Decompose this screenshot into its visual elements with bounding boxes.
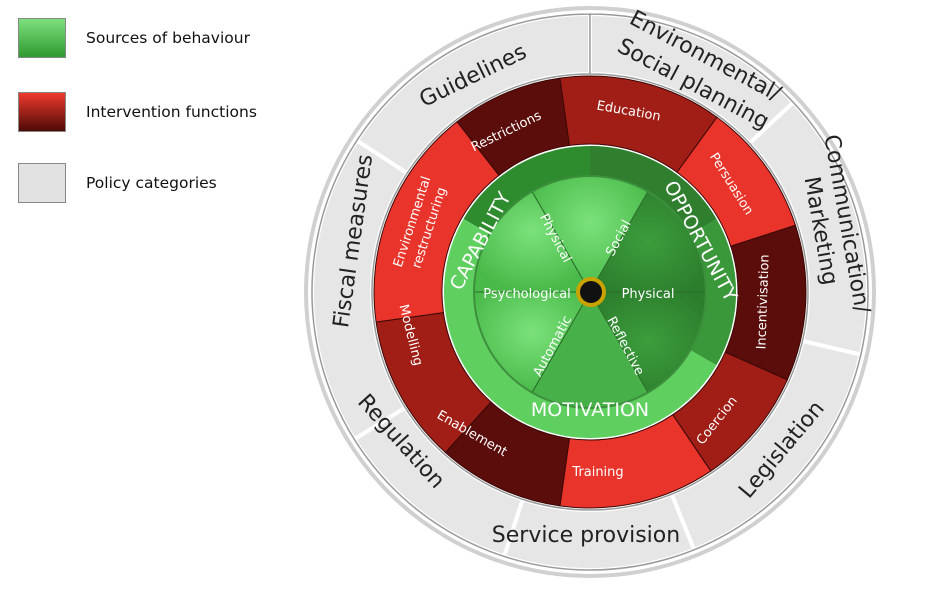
policy-service-provision: Service provision: [492, 523, 680, 548]
legend-swatch-grey: [18, 163, 66, 203]
component-psychological-capability: Psychological: [483, 287, 571, 302]
legend-label-policies: Policy categories: [86, 174, 217, 192]
policy-ring: [310, 11, 870, 572]
intervention-segment-environmental-restructuring: [373, 121, 500, 323]
legend-swatch-red: [18, 92, 66, 132]
legend-label-sources: Sources of behaviour: [86, 29, 250, 47]
legend-label-interventions: Intervention functions: [86, 103, 257, 121]
legend-item-interventions: Intervention functions: [18, 92, 257, 132]
legend-swatch-green: [18, 18, 66, 58]
intervention-ring: [373, 75, 807, 509]
hub: [580, 281, 602, 303]
source-disc: [444, 146, 736, 438]
component-physical-opportunity: Physical: [622, 287, 675, 302]
legend-item-sources: Sources of behaviour: [18, 18, 250, 58]
source-motivation: MOTIVATION: [531, 399, 649, 421]
legend-item-policies: Policy categories: [18, 163, 217, 203]
policy-ring-outline: [311, 13, 869, 571]
intervention-incentivisation: Incentivisation: [754, 254, 772, 350]
intervention-training: Training: [571, 465, 623, 480]
